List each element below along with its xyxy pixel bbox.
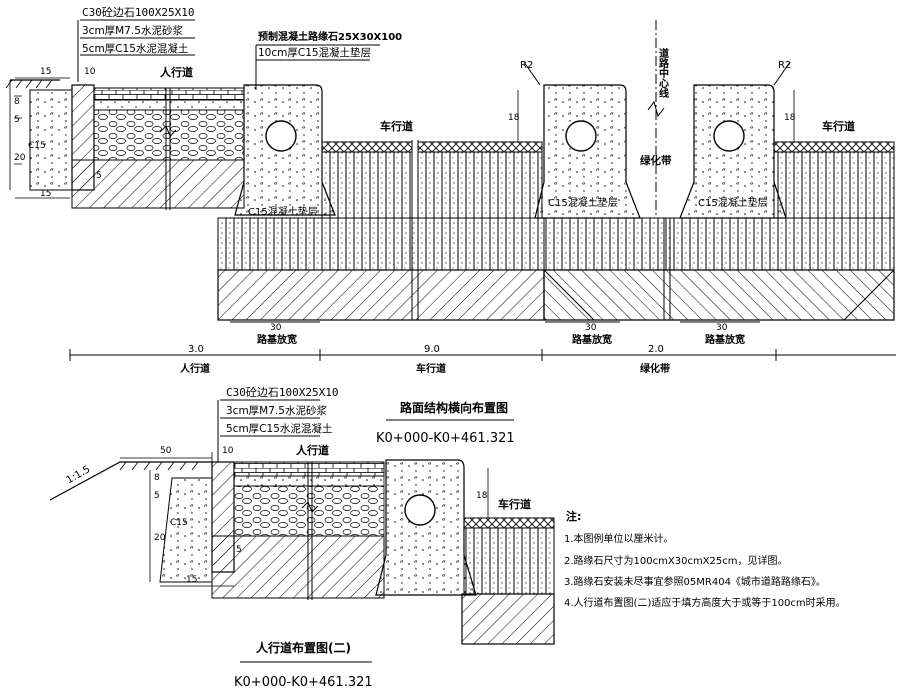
top-mortar: 3cm厚M7.5水泥砂浆 bbox=[82, 24, 183, 37]
top-centerline-label: 道路中心线 bbox=[657, 47, 669, 99]
bottom-slope: 1:1.5 bbox=[65, 464, 93, 486]
note-item: 1.本图例单位以厘米计。 bbox=[564, 532, 674, 545]
bottom-dim-5: 5 bbox=[154, 491, 160, 501]
bottom-dim-8: 8 bbox=[154, 473, 160, 483]
titles: 路面结构横向布置图 K0+000-K0+461.321 人行道布置图(二) K0… bbox=[234, 400, 515, 690]
bottom-dim-20: 20 bbox=[154, 533, 166, 543]
bottom-dim-15: 15 bbox=[186, 575, 197, 585]
top-dim-8: 8 bbox=[14, 97, 20, 107]
top-subgrade-a: 路基放宽 bbox=[257, 333, 297, 346]
bottom-curb-spec: C30砼边石100X25X10 bbox=[226, 386, 338, 399]
top-c15-cushion-3: C15混凝土垫层 bbox=[698, 196, 768, 209]
top-curb-spec: C30砼边石100X25X10 bbox=[82, 6, 194, 19]
top-dim-30-b: 30 bbox=[585, 323, 597, 333]
top-sidewalk-label: 人行道 bbox=[160, 65, 193, 79]
note-item: 4.人行道布置图(二)适应于填方高度大于或等于100cm时采用。 bbox=[564, 596, 846, 609]
top-dim-30-a: 30 bbox=[270, 323, 282, 333]
top-dim-18-a: 18 bbox=[508, 113, 520, 123]
top-roadway-right: 车行道 bbox=[822, 119, 855, 133]
top-cushion: 10cm厚C15混凝土垫层 bbox=[258, 46, 371, 59]
top-width-green: 2.0 bbox=[648, 344, 664, 355]
top-width-sidewalk: 3.0 bbox=[188, 344, 204, 355]
top-width-roadway-label: 车行道 bbox=[416, 362, 446, 375]
bottom-roadway-label: 车行道 bbox=[498, 497, 531, 511]
bottom-dim-10: 10 bbox=[222, 446, 234, 456]
top-annotations: C30砼边石100X25X10 3cm厚M7.5水泥砂浆 5cm厚C15水泥混凝… bbox=[14, 6, 855, 375]
bottom-dim-5b: 5 bbox=[236, 545, 242, 555]
bottom-mortar: 3cm厚M7.5水泥砂浆 bbox=[226, 404, 327, 417]
bottom-dim-c15: C15 bbox=[170, 518, 188, 528]
top-width-green-label: 绿化带 bbox=[640, 362, 670, 375]
top-r2-right: R2 bbox=[778, 60, 791, 71]
notes-heading: 注: bbox=[566, 509, 581, 523]
top-dim-5: 5 bbox=[14, 115, 20, 125]
note-item: 2.路缘石尺寸为100cmX30cmX25cm，见详图。 bbox=[564, 554, 788, 567]
section-title: 路面结构横向布置图 bbox=[400, 400, 508, 415]
top-dim-15-bottom: 15 bbox=[40, 189, 51, 199]
bottom-sidewalk-label: 人行道 bbox=[296, 443, 329, 457]
top-dim-15-top: 15 bbox=[40, 67, 51, 77]
sidewalk-range: K0+000-K0+461.321 bbox=[234, 675, 373, 690]
top-cross-section bbox=[5, 19, 896, 361]
top-greenbelt-label: 绿化带 bbox=[640, 154, 672, 167]
sidewalk-title: 人行道布置图(二) bbox=[256, 640, 351, 655]
bottom-sidewalk-section bbox=[49, 399, 555, 645]
top-roadway-left: 车行道 bbox=[380, 119, 413, 133]
top-precast-curb: 预制混凝土路缘石25X30X100 bbox=[258, 30, 402, 43]
top-dim-30-c: 30 bbox=[716, 323, 728, 333]
top-subgrade-c: 路基放宽 bbox=[705, 333, 745, 346]
bottom-concrete-base: 5cm厚C15水泥混凝土 bbox=[226, 422, 332, 435]
top-r2-left: R2 bbox=[520, 60, 533, 71]
top-dim-c15: C15 bbox=[28, 141, 46, 151]
top-c15-cushion-1: C15混凝土垫层 bbox=[248, 205, 318, 218]
top-dim-18-b: 18 bbox=[784, 113, 796, 123]
top-width-roadway: 9.0 bbox=[424, 344, 440, 355]
note-item: 3.路缘石安装未尽事宜参照05MR404《城市道路路缘石》。 bbox=[564, 575, 826, 588]
top-concrete-base: 5cm厚C15水泥混凝土 bbox=[82, 42, 188, 55]
notes-block: 注: 1.本图例单位以厘米计。 2.路缘石尺寸为100cmX30cmX25cm，… bbox=[564, 509, 846, 609]
bottom-dim-18: 18 bbox=[476, 491, 488, 501]
section-range: K0+000-K0+461.321 bbox=[376, 431, 515, 446]
top-dim-5b: 5 bbox=[96, 171, 102, 181]
top-dim-10: 10 bbox=[84, 67, 96, 77]
top-c15-cushion-2: C15混凝土垫层 bbox=[548, 196, 618, 209]
top-width-sidewalk-label: 人行道 bbox=[180, 362, 210, 375]
bottom-dim-50: 50 bbox=[160, 446, 172, 456]
top-subgrade-b: 路基放宽 bbox=[572, 333, 612, 346]
top-dim-20: 20 bbox=[14, 153, 26, 163]
